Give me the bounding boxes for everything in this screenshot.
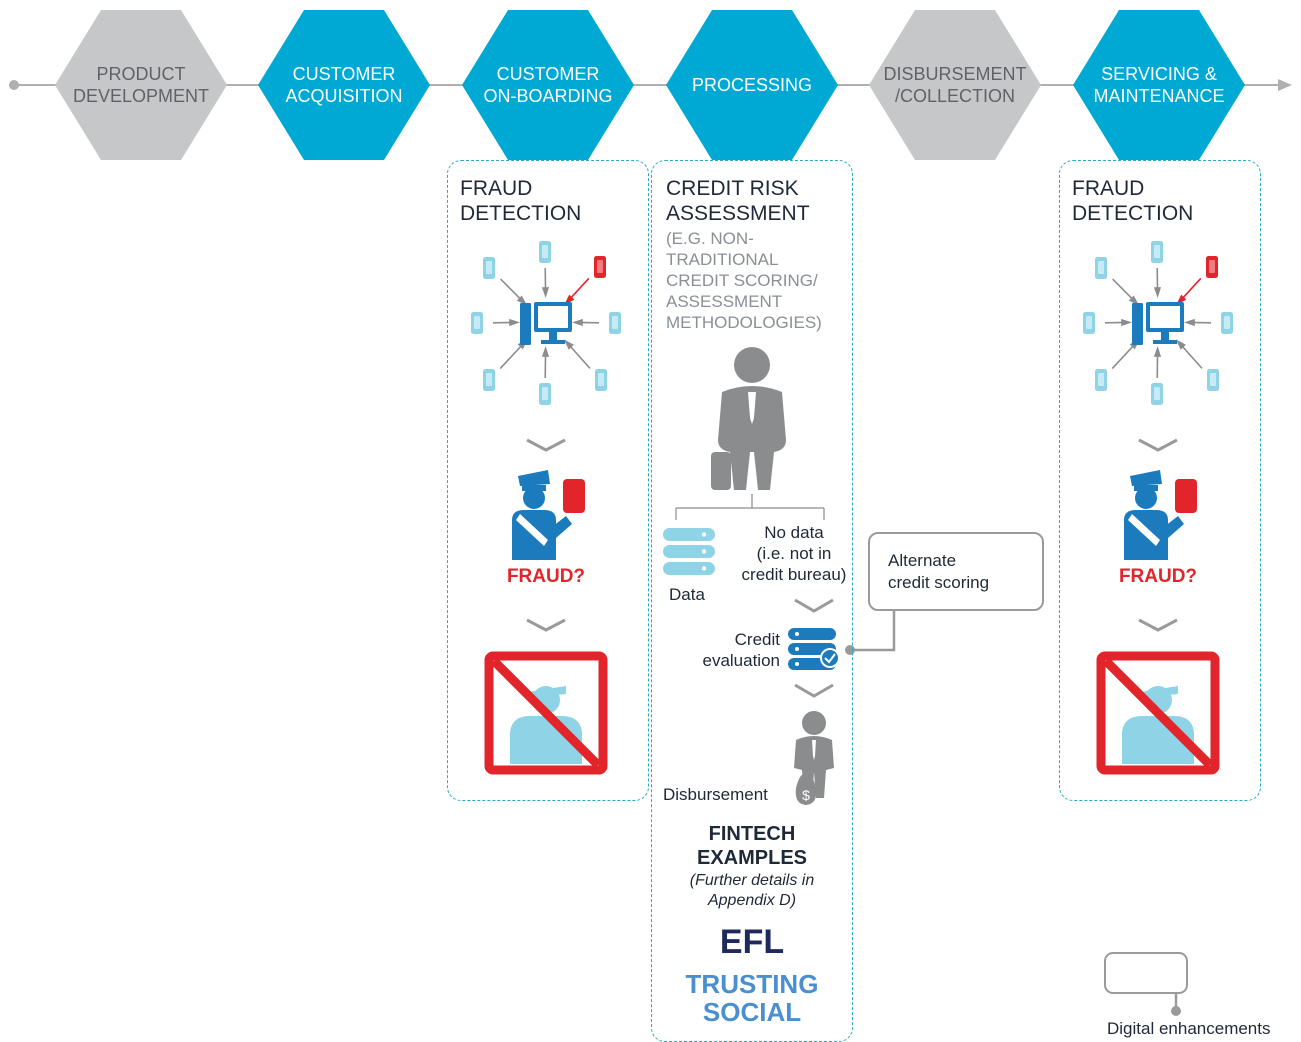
fintech-examples-heading: FINTECH EXAMPLES xyxy=(651,822,853,870)
stage-label: DISBURSEMENT /COLLECTION xyxy=(870,63,1040,107)
fraud-detection-title-left: FRAUD DETECTION xyxy=(460,176,581,226)
stage-label: PROCESSING xyxy=(667,74,837,96)
credit-risk-title: CREDIT RISK ASSESSMENT xyxy=(666,176,810,226)
stage-label: CUSTOMER ACQUISITION xyxy=(259,63,429,107)
fraud-detection-panel-left xyxy=(447,160,649,801)
alternate-credit-scoring-text: Alternate credit scoring xyxy=(888,550,989,594)
no-data-label: No data (i.e. not in credit bureau) xyxy=(734,522,854,585)
example-trusting-social: TRUSTING SOCIAL xyxy=(651,970,853,1026)
example-efl: EFL xyxy=(651,922,853,962)
fraud-detection-title-right: FRAUD DETECTION xyxy=(1072,176,1193,226)
fraud-question-label-right: FRAUD? xyxy=(1078,566,1238,588)
timeline-start-dot xyxy=(9,80,19,90)
fraud-detection-panel-right xyxy=(1059,160,1261,801)
legend-label: Digital enhancements xyxy=(1107,1018,1270,1039)
data-label: Data xyxy=(669,584,705,605)
callout-connector xyxy=(850,610,894,650)
disbursement-label: Disbursement xyxy=(663,784,768,805)
fintech-examples-note: (Further details in Appendix D) xyxy=(651,871,853,911)
stage-label: CUSTOMER ON-BOARDING xyxy=(463,63,633,107)
credit-risk-subtitle: (E.G. NON- TRADITIONAL CREDIT SCORING/ A… xyxy=(666,228,822,333)
stage-label: PRODUCT DEVELOPMENT xyxy=(56,63,226,107)
credit-evaluation-label: Credit evaluation xyxy=(690,629,780,671)
stage-label: SERVICING & MAINTENANCE xyxy=(1074,63,1244,107)
fraud-question-label-left: FRAUD? xyxy=(466,566,626,588)
timeline-arrowhead xyxy=(1278,79,1292,91)
legend-callout-icon xyxy=(1105,953,1187,993)
